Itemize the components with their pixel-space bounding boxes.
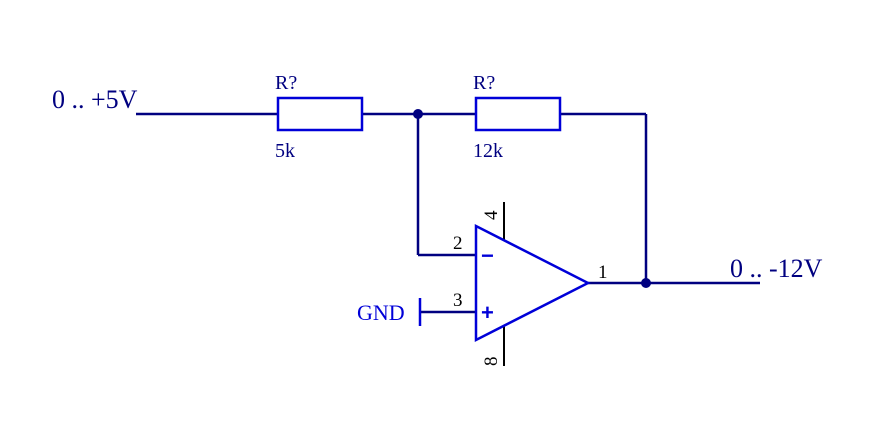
opamp-inverting-sign: − [481, 243, 494, 268]
opamp-pin-supply-top-number: 4 [481, 210, 502, 220]
resistor-r1-value: 5k [275, 140, 295, 162]
opamp-body [474, 223, 591, 343]
junction-dot-input-node [413, 109, 423, 119]
input-net-label: 0 .. +5V [52, 85, 138, 114]
resistor-r2: R? 12k [473, 72, 562, 162]
opamp: − + 2 3 1 4 8 [453, 202, 608, 366]
ground-net-label: GND [357, 300, 405, 325]
opamp-pin-output-number: 1 [598, 262, 608, 283]
resistor-r1-body [276, 96, 364, 132]
opamp-pin-supply-bottom-number: 8 [481, 357, 502, 367]
junction-dot-output-node [641, 278, 651, 288]
opamp-pin-inverting-number: 2 [453, 233, 463, 254]
resistor-r1: R? 5k [275, 72, 364, 162]
resistor-r2-value: 12k [473, 140, 503, 162]
resistor-r2-body [474, 96, 562, 132]
opamp-pin-non-inverting-number: 3 [453, 290, 463, 311]
resistor-r2-designator: R? [473, 72, 495, 94]
output-net-label: 0 .. -12V [730, 254, 823, 283]
resistor-r1-designator: R? [275, 72, 297, 94]
ground-symbol: GND [357, 298, 422, 326]
opamp-non-inverting-sign: + [481, 300, 494, 325]
